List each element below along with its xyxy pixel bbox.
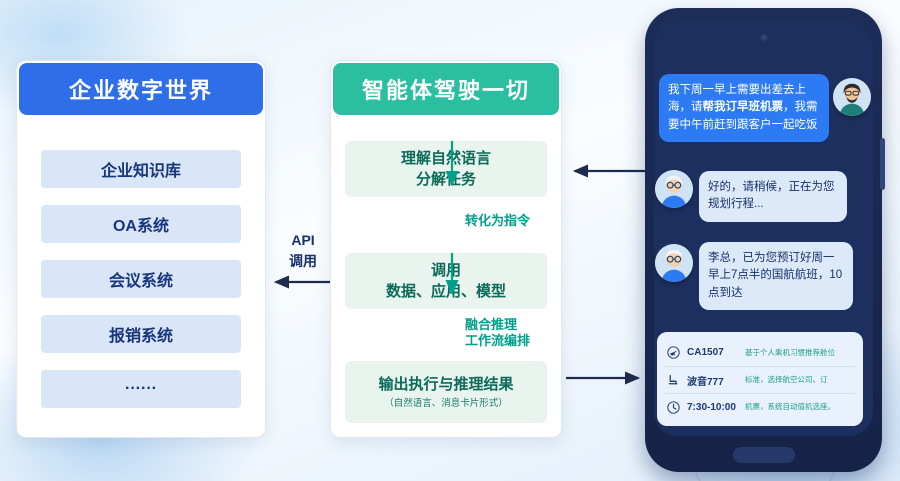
agent-panel: 智能体驾驶一切 理解自然语言 分解任务 转化为指令 调用 数据、应用、模型 融合…: [330, 60, 562, 438]
api-call-line1: API: [291, 232, 315, 248]
user-msg-post: ，我需要中午前赶到跟客户一起吃饭: [668, 101, 818, 131]
flight-note-line: 机票，系统自动值机选座。: [745, 402, 835, 412]
user-msg-pre: 我下周一早上需要出差去上海，请: [668, 84, 806, 114]
api-call-label: API 调用: [276, 230, 330, 272]
arrow-label-fusion-reasoning: 融合推理 工作流编排: [465, 317, 530, 350]
aircraft-type: 波音777: [687, 376, 724, 388]
user-avatar-icon: [833, 78, 871, 116]
user-msg-bold: 帮我订早班机票: [702, 101, 784, 114]
enterprise-items-list: 企业知识库 OA系统 会议系统 报销系统 ······: [17, 117, 265, 408]
phone-mockup: 我下周一早上需要出差去上海，请帮我订早班机票，我需要中午前赶到跟客户一起吃饭: [645, 8, 885, 472]
user-avatar: [833, 78, 871, 116]
step3-subtitle: （自然语言、消息卡片形式）: [384, 397, 508, 409]
item-oa-system: OA系统: [41, 205, 241, 243]
agent-avatar: [655, 170, 693, 208]
chat-bubble-agent-2: 李总，已为您预订好周一早上7点半的国航航班，10点到达: [699, 242, 853, 310]
arrow-label2-line1: 融合推理: [465, 317, 518, 332]
item-knowledge-base: 企业知识库: [41, 150, 241, 188]
step2-line2: 数据、应用、模型: [385, 283, 506, 300]
step1-line1: 理解自然语言: [400, 150, 491, 167]
step2-line1: 调用: [430, 262, 461, 279]
phone-side-button: [880, 138, 885, 190]
flight-time: 7:30-10:00: [687, 401, 736, 413]
flight-number: CA1507: [687, 347, 724, 358]
agent-avatar-icon: [655, 170, 693, 208]
item-more-ellipsis: ······: [41, 370, 241, 408]
flight-card-row: 7:30-10:00 机票，系统自动值机选座。: [665, 393, 855, 420]
flight-note-line: 基于个人乘机习惯推荐舱位: [745, 347, 835, 357]
clock-icon: [665, 400, 682, 414]
item-meeting-system: 会议系统: [41, 260, 241, 298]
flight-info-card: CA1507 基于个人乘机习惯推荐舱位 波音777 标准，选择航空公司、订: [657, 332, 863, 426]
api-call-line2: 调用: [289, 253, 317, 269]
enterprise-panel-title: 企业数字世界: [19, 63, 263, 115]
arrow-label-convert-to-commands: 转化为指令: [465, 213, 531, 228]
chat-bubble-agent-1: 好的，请稍候，正在为您规划行程...: [699, 171, 847, 222]
step3-line1: 输出执行与推理结果: [378, 375, 514, 393]
step-output-results: 输出执行与推理结果 （自然语言、消息卡片形式）: [345, 361, 547, 423]
chat-bubble-user: 我下周一早上需要出差去上海，请帮我订早班机票，我需要中午前赶到跟客户一起吃饭: [659, 74, 829, 142]
agent-avatar-icon: [655, 244, 693, 282]
step1-line2: 分解任务: [415, 171, 476, 188]
item-expense-system: 报销系统: [41, 315, 241, 353]
flight-note-line: 标准，选择航空公司、订: [745, 375, 828, 385]
step-invoke-resources: 调用 数据、应用、模型: [345, 253, 547, 309]
phone-camera-dot: [759, 33, 768, 42]
agent-panel-title: 智能体驾驶一切: [333, 63, 559, 115]
plane-icon: [665, 346, 682, 359]
phone-home-button: [732, 447, 795, 463]
flight-card-row: CA1507 基于个人乘机习惯推荐舱位: [665, 339, 855, 366]
arrow-label2-line2: 工作流编排: [465, 333, 531, 349]
seat-icon: [665, 374, 682, 387]
enterprise-systems-panel: 企业数字世界 企业知识库 OA系统 会议系统 报销系统 ······: [16, 60, 266, 438]
agent-avatar: [655, 244, 693, 282]
flight-card-row: 波音777 标准，选择航空公司、订: [665, 366, 855, 393]
step-understand-language: 理解自然语言 分解任务: [345, 141, 547, 197]
